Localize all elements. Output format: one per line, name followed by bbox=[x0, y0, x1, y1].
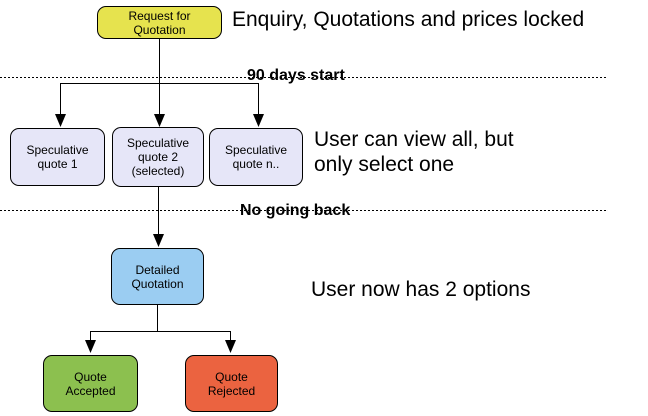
annotation-user-can-view-all: User can view all, but only select one bbox=[314, 128, 514, 176]
annotation-user-has-2-options: User now has 2 options bbox=[311, 278, 531, 301]
arrowhead-to-detailed bbox=[153, 234, 164, 247]
node-speculative-quote-n: Speculative quote n.. bbox=[209, 128, 303, 186]
connector-lines bbox=[60, 38, 259, 341]
node-label: Quote Rejected bbox=[207, 369, 256, 398]
arrowhead-to-spec2 bbox=[154, 114, 165, 127]
node-label: Quote Accepted bbox=[65, 369, 116, 398]
node-label: Speculative quote n.. bbox=[224, 143, 288, 171]
node-label: Request for Quotation bbox=[128, 8, 191, 37]
node-speculative-quote-2-selected: Speculative quote 2 (selected) bbox=[112, 127, 204, 187]
annotation-no-going-back: No going back bbox=[240, 202, 351, 219]
node-label: Speculative quote 1 bbox=[26, 143, 89, 171]
arrowheads bbox=[55, 114, 264, 353]
arrowhead-to-specn bbox=[253, 114, 264, 127]
node-label: Detailed Quotation bbox=[131, 262, 184, 291]
node-speculative-quote-1: Speculative quote 1 bbox=[10, 128, 105, 186]
node-request-for-quotation: Request for Quotation bbox=[97, 6, 222, 39]
arrowhead-to-rejected bbox=[225, 340, 236, 353]
node-quote-rejected: Quote Rejected bbox=[185, 355, 278, 412]
arrowhead-to-spec1 bbox=[55, 114, 66, 127]
node-detailed-quotation: Detailed Quotation bbox=[111, 248, 204, 305]
separator-line-2 bbox=[0, 210, 607, 211]
node-label: Speculative quote 2 (selected) bbox=[126, 136, 190, 178]
annotation-enquiry-quotations-locked: Enquiry, Quotations and prices locked bbox=[232, 8, 585, 31]
arrowhead-to-accepted bbox=[85, 340, 96, 353]
annotation-90-days-start: 90 days start bbox=[247, 67, 345, 84]
separator-line-1 bbox=[0, 77, 607, 78]
node-quote-accepted: Quote Accepted bbox=[43, 355, 138, 412]
